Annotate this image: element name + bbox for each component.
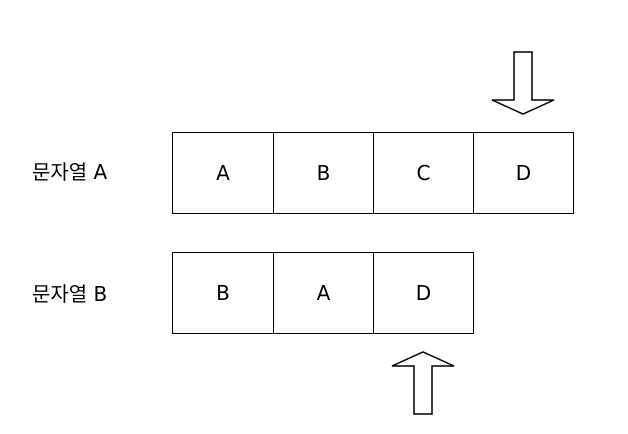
string-b-cells: B A D [172,252,474,334]
string-a-cell-1: A [216,161,230,185]
down-arrow-icon [491,51,555,115]
string-a-cell-2: B [273,133,373,213]
row-label-string-a: 문자열 A [32,160,108,184]
string-a-cell-3: C [373,133,473,213]
string-b-cell-1: B [216,281,230,305]
string-b-cell-3: D [373,253,473,333]
string-a-cells: A B C D [172,132,574,214]
row-label-string-b: 문자열 B [32,282,108,306]
string-b-cell-2: A [273,253,373,333]
up-arrow-icon [391,351,455,415]
string-a-cell-4: D [473,133,573,213]
